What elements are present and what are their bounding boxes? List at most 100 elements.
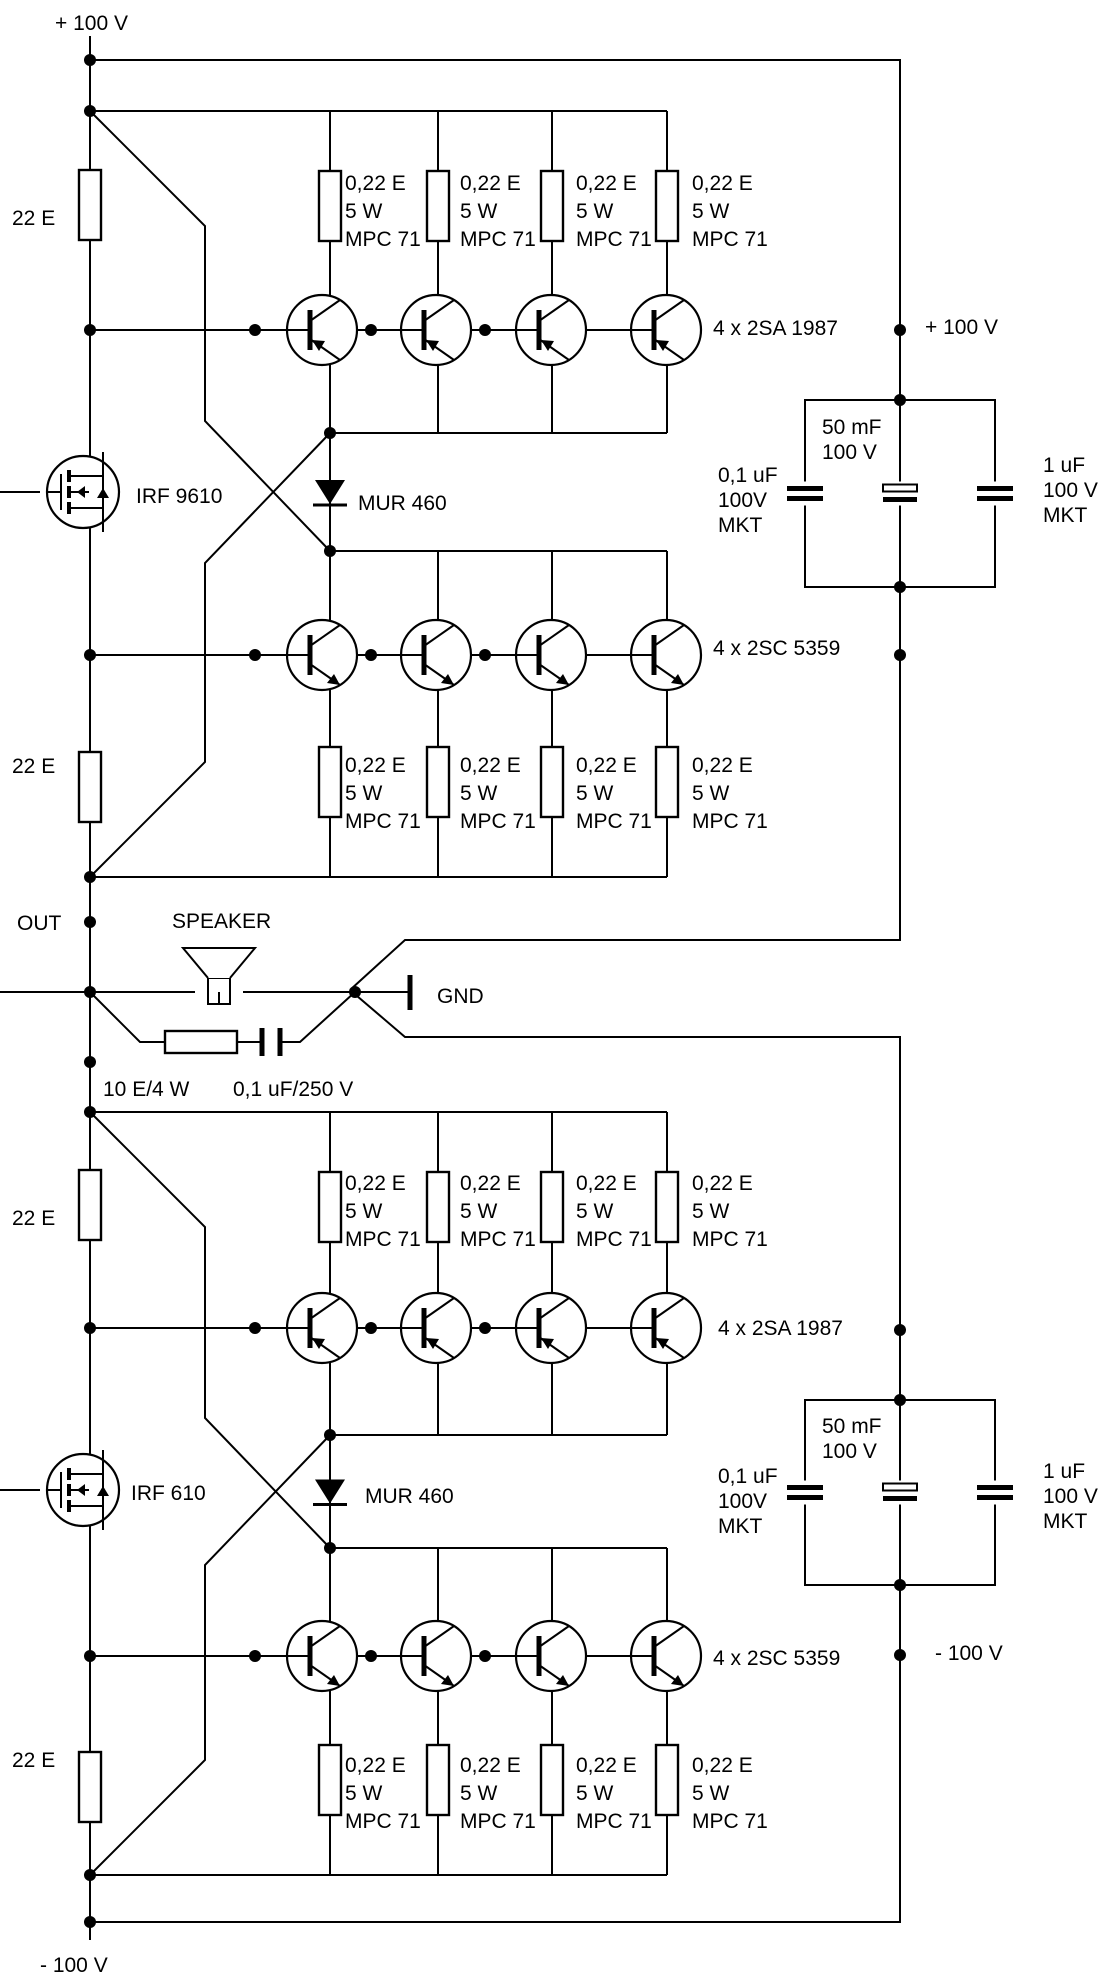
junction-dot [324,1542,336,1554]
npn-transistor [285,1619,359,1693]
junction-dot [84,871,96,883]
junction-dot [365,324,377,336]
emitter-resistor [539,169,565,243]
emitter-resistor-type: MPC 71 [345,228,421,251]
junction-dot [365,649,377,661]
driver-mosfet [45,452,121,532]
emitter-resistor [317,1743,343,1817]
emitter-resistor-power: 5 W [576,200,614,223]
emitter-resistor-power: 5 W [692,1200,730,1223]
emitter-resistor-type: MPC 71 [576,228,652,251]
emitter-resistor-value: 0,22 E [345,754,406,777]
emitter-resistor-value: 0,22 E [692,1754,753,1777]
speaker [180,947,258,1005]
emitter-resistor [654,169,680,243]
junction-dot [84,324,96,336]
upper-diode-label: MUR 460 [358,492,447,515]
diode [313,1479,347,1506]
cap-electrolytic-value: 50 mF [822,416,882,439]
cap-film-small-value: 0,1 uF [718,464,778,487]
cap-film-large-type: MKT [1043,1510,1088,1533]
emitter-resistor-power: 5 W [692,782,730,805]
junction-dot [894,1394,906,1406]
cap-film-large-value: 1 uF [1043,1460,1085,1483]
emitter-resistor [654,1743,680,1817]
cap-film-large-value: 1 uF [1043,454,1085,477]
upper-mosfet-label: IRF 9610 [136,485,222,508]
zobel-resistor [163,1029,239,1055]
junction-dot [894,1579,906,1591]
junction-dot [479,1650,491,1662]
upper-npn-group-label: 4 x 2SC 5359 [713,637,840,660]
junction-dot [479,649,491,661]
pnp-transistor [629,1291,703,1365]
cap-bank-top-label: + 100 V [925,316,998,339]
emitter-resistor-power: 5 W [460,1200,498,1223]
zobel-capacitor [259,1028,283,1056]
lower-bias-res-top-label: 22 E [12,1207,55,1230]
emitter-resistor-power: 5 W [345,1200,383,1223]
emitter-resistor-power: 5 W [345,782,383,805]
npn-transistor [285,618,359,692]
emitter-resistor-type: MPC 71 [576,1228,652,1251]
electrolytic-capacitor [880,1480,920,1505]
npn-transistor [629,618,703,692]
emitter-resistor-power: 5 W [576,1782,614,1805]
speaker-label: SPEAKER [172,910,271,933]
junction-dot [894,649,906,661]
bottom-supply-label: - 100 V [40,1954,108,1977]
junction-dot [894,581,906,593]
emitter-resistor-value: 0,22 E [460,754,521,777]
upper-pnp-group-label: 4 x 2SA 1987 [713,317,838,340]
npn-transistor [629,1619,703,1693]
junction-dot [365,1322,377,1334]
emitter-resistor-power: 5 W [576,782,614,805]
cap-film-small-value: 0,1 uF [718,1465,778,1488]
emitter-resistor-type: MPC 71 [345,1810,421,1833]
emitter-resistor-type: MPC 71 [460,810,536,833]
junction-dot [894,394,906,406]
pnp-transistor [629,293,703,367]
emitter-resistor-value: 0,22 E [345,1754,406,1777]
emitter-resistor-power: 5 W [345,1782,383,1805]
bias-resistor [77,1750,103,1824]
lower-diode-label: MUR 460 [365,1485,454,1508]
emitter-resistor [425,745,451,819]
junction-dot [324,427,336,439]
cap-film-small-voltage: 100V [718,1490,767,1513]
cap-electrolytic-voltage: 100 V [822,1440,877,1463]
emitter-resistor-power: 5 W [576,1200,614,1223]
bias-resistor [77,750,103,824]
lower-pnp-group-label: 4 x 2SA 1987 [718,1317,843,1340]
emitter-resistor-value: 0,22 E [576,1172,637,1195]
pnp-transistor [399,293,473,367]
out-label: OUT [17,912,62,935]
cap-electrolytic-value: 50 mF [822,1415,882,1438]
junction-dot [84,1650,96,1662]
emitter-resistor-power: 5 W [692,200,730,223]
emitter-resistor-power: 5 W [460,200,498,223]
junction-dot [84,986,96,998]
emitter-resistor [425,169,451,243]
emitter-resistor-value: 0,22 E [576,1754,637,1777]
electrolytic-capacitor [880,481,920,506]
junction-dot [479,324,491,336]
cap-film-small-type: MKT [718,1515,763,1538]
emitter-resistor [317,169,343,243]
emitter-resistor-power: 5 W [345,200,383,223]
zobel-resistor-label: 10 E/4 W [103,1078,190,1101]
npn-transistor [514,618,588,692]
bias-resistor [77,1168,103,1242]
film-capacitor [785,1480,825,1505]
junction-dot [84,1322,96,1334]
film-capacitor [975,1480,1015,1505]
junction-dot [324,545,336,557]
junction-dot [349,986,361,998]
lower-bias-res-bottom-label: 22 E [12,1749,55,1772]
cap-film-large-voltage: 100 V [1043,1485,1098,1508]
cap-film-small-voltage: 100V [718,489,767,512]
emitter-resistor [539,1743,565,1817]
junction-dot [479,1322,491,1334]
emitter-resistor-value: 0,22 E [345,172,406,195]
film-capacitor [785,481,825,506]
